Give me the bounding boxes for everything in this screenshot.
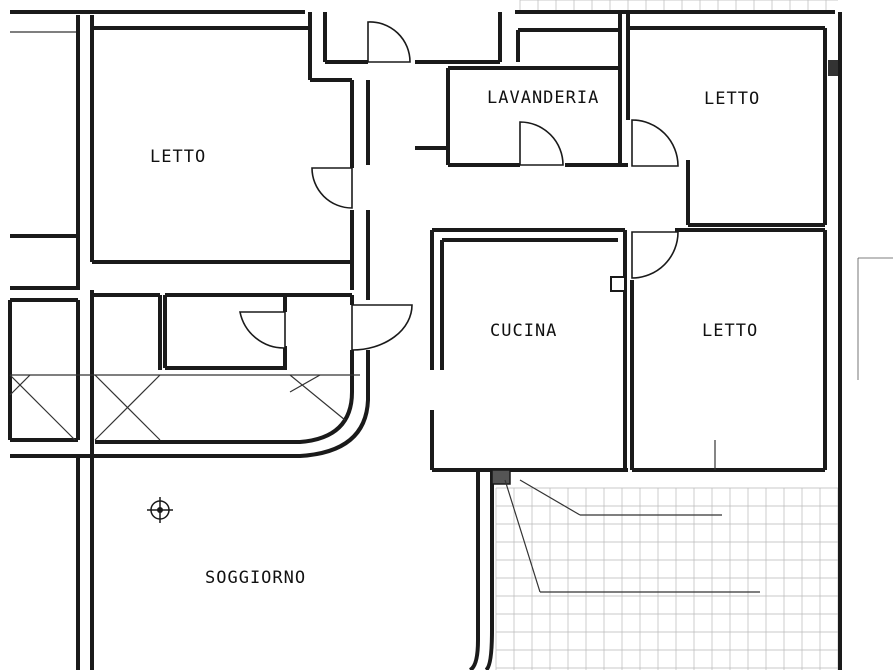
columns <box>491 60 838 485</box>
door-top-entry <box>367 21 411 63</box>
terrace-lines <box>504 257 893 593</box>
terrace-tile-grid <box>495 487 839 670</box>
walls <box>8 10 842 670</box>
label-letto-left: LETTO <box>150 147 206 167</box>
door-lavanderia <box>519 121 564 166</box>
door-stair-closet-left <box>239 311 286 349</box>
door-stair-closet-right <box>351 304 413 351</box>
label-letto-bottom-right: LETTO <box>702 321 758 341</box>
label-soggiorno: SOGGIORNO <box>205 568 306 588</box>
door-top-right-bedroom <box>631 119 679 167</box>
staircase <box>9 374 360 441</box>
label-cucina: CUCINA <box>490 321 557 341</box>
label-letto-top-right: LETTO <box>704 89 760 109</box>
doors <box>239 21 679 351</box>
door-bottom-right-bedroom <box>631 231 679 279</box>
door-left-bedroom <box>311 167 353 209</box>
compass-symbol <box>147 497 173 523</box>
label-lavanderia: LAVANDERIA <box>487 88 599 108</box>
